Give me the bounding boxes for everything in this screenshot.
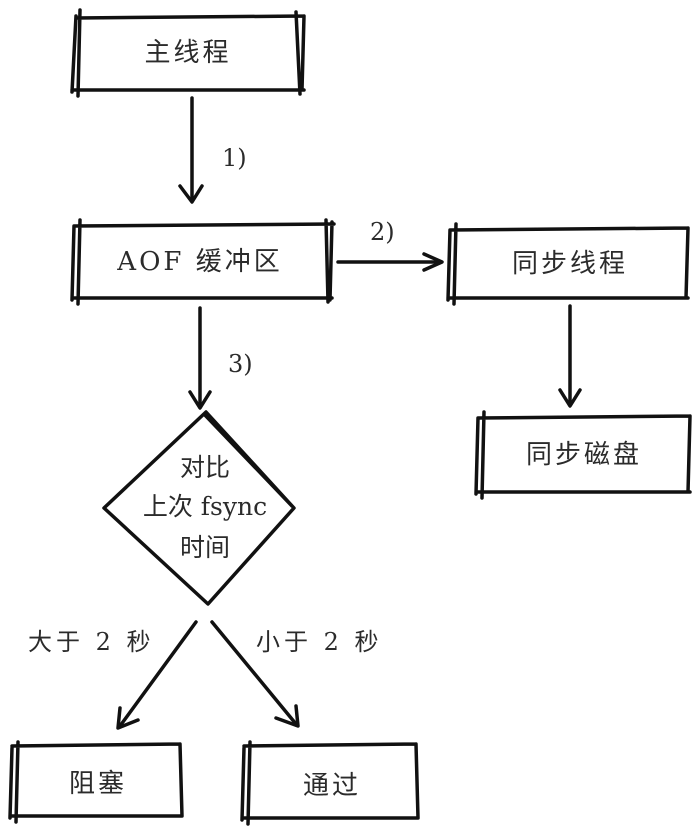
sync-thread-box-border [446,222,690,306]
arrow-main-to-buffer-head [178,184,204,204]
arrow-sync-thread-to-disk-head [558,388,582,408]
sync-thread-box: 同步线程 [446,222,690,306]
step-2-label: 2) [370,218,395,246]
arrow-decision-to-blocked-head [116,706,140,730]
blocked-box-border [8,740,184,824]
pass-box: 通过 [240,740,420,826]
arrow-buffer-to-decision: 3) [188,306,253,410]
aof-buffer-box-border [70,218,336,306]
main-thread-box-border [70,8,306,98]
blocked-label: 阻塞 [69,769,127,799]
arrow-decision-to-pass [210,620,300,728]
sync-disk-box: 同步磁盘 [474,410,692,500]
sync-thread-label: 同步线程 [512,249,628,279]
main-thread-box: 主线程 [70,8,306,98]
arrow-buffer-to-sync-thread: 2) [336,218,444,272]
greater-than-label: 大于 2 秒 [28,628,155,656]
arrow-buffer-to-decision-head [188,390,212,410]
pass-box-border [240,740,420,826]
step-3-label: 3) [228,350,253,378]
arrow-decision-to-pass-line [210,620,298,726]
sync-disk-box-border [474,410,692,500]
main-thread-label: 主线程 [144,38,231,68]
arrow-main-to-buffer: 1) [178,96,247,204]
arrow-sync-thread-to-disk [558,304,582,408]
sync-disk-label: 同步磁盘 [526,440,642,470]
decision-diamond-border [102,410,296,606]
aof-buffer-box: AOF 缓冲区 [70,218,336,306]
step-1-label: 1) [222,144,247,172]
aof-buffer-label: AOF 缓冲区 [116,247,282,277]
arrow-decision-to-blocked [116,620,198,730]
arrow-decision-to-blocked-line [118,620,198,728]
decision-line-3: 时间 [180,533,230,562]
less-than-label: 小于 2 秒 [256,628,383,656]
arrow-buffer-to-sync-thread-head [422,252,444,272]
blocked-box: 阻塞 [8,740,184,824]
pass-label: 通过 [303,771,361,801]
decision-line-1: 对比 [180,453,230,482]
decision-diamond: 对比 上次 fsync 时间 [102,410,296,606]
arrow-decision-to-pass-head [274,704,300,728]
decision-line-2: 上次 fsync [143,492,267,521]
